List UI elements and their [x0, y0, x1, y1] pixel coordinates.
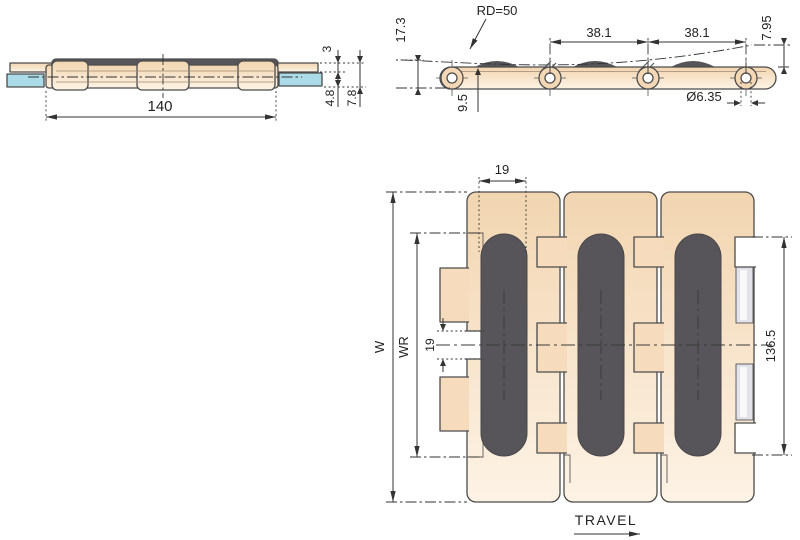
dim-label-7-8: 7.8	[345, 89, 359, 106]
pin-highlight-lower	[740, 367, 747, 417]
dim-label-17-3: 17.3	[393, 17, 408, 42]
plan-view: 19 W WR 19 136.5 TRAVEL	[372, 162, 792, 537]
link3-right-hinge	[734, 236, 756, 454]
dim-label-rd50: RD=50	[477, 3, 518, 18]
front-view: RD=50 17.3 38.1 38.1 7.95 9.5	[393, 3, 792, 112]
dim-pin-diameter: Ø6.35	[686, 82, 765, 106]
rubber-bump-1	[475, 61, 519, 67]
dim-reference-width: 136.5	[752, 236, 792, 456]
travel-label: TRAVEL	[575, 512, 637, 528]
side-view: 140 3 4.8 7.8	[6, 45, 366, 121]
dim-label-3: 3	[320, 45, 334, 52]
hinge-tab-lower-left	[439, 376, 469, 432]
dim-plate-height: 9.5	[455, 68, 481, 112]
plate-inner-lines	[56, 70, 274, 83]
dim-overall-length: 140	[45, 91, 277, 121]
wear-strip-right	[278, 72, 323, 87]
dim-working-width: WR	[396, 232, 483, 458]
dim-label-pitch-1: 38.1	[586, 25, 611, 40]
travel-direction: TRAVEL	[574, 512, 640, 537]
hinge-lug-right	[237, 60, 276, 91]
rubber-bump-2	[573, 61, 617, 67]
dim-label-wr: WR	[396, 336, 411, 358]
dim-label-notch-19: 19	[423, 338, 437, 352]
dim-pitch: 38.1 38.1	[549, 25, 747, 74]
dim-label-insert-19: 19	[495, 162, 509, 177]
interlock-junction-1	[536, 236, 571, 483]
hinge-pins	[436, 60, 762, 96]
dim-label-140: 140	[147, 98, 172, 115]
interlock-junction-2	[633, 236, 668, 483]
dim-label-pin-diameter: Ø6.35	[686, 89, 721, 104]
hinge-lug-left	[51, 60, 89, 91]
dim-label-9-5: 9.5	[455, 94, 470, 112]
dim-label-136-5: 136.5	[763, 330, 778, 363]
hinge-notch-right-upper	[734, 236, 756, 268]
chain-strand-profile	[439, 66, 777, 90]
dim-overall-width: W	[372, 191, 467, 503]
dim-hinge-notch: 19	[423, 318, 484, 372]
dim-backflex-radius: RD=50	[469, 3, 518, 50]
hinge-tab-upper-left	[439, 267, 469, 323]
hinge-tab-right	[275, 62, 319, 73]
dim-insert-width: 19	[478, 162, 527, 252]
hinge-notch-right-lower	[734, 422, 756, 454]
dim-label-4-8: 4.8	[323, 89, 337, 106]
wear-strip-left	[6, 73, 45, 88]
dim-label-pitch-2: 38.1	[684, 25, 709, 40]
backflex-arc	[401, 44, 753, 66]
dim-height-stack: 3 4.8 7.8	[320, 45, 366, 107]
dim-label-w: W	[372, 340, 387, 353]
dim-raised-height: 17.3	[393, 17, 421, 95]
dim-lift-height: 7.95	[754, 15, 792, 74]
rubber-bump-3	[671, 61, 715, 67]
dim-label-7-95: 7.95	[759, 15, 774, 40]
pin-highlight-upper	[740, 270, 747, 320]
